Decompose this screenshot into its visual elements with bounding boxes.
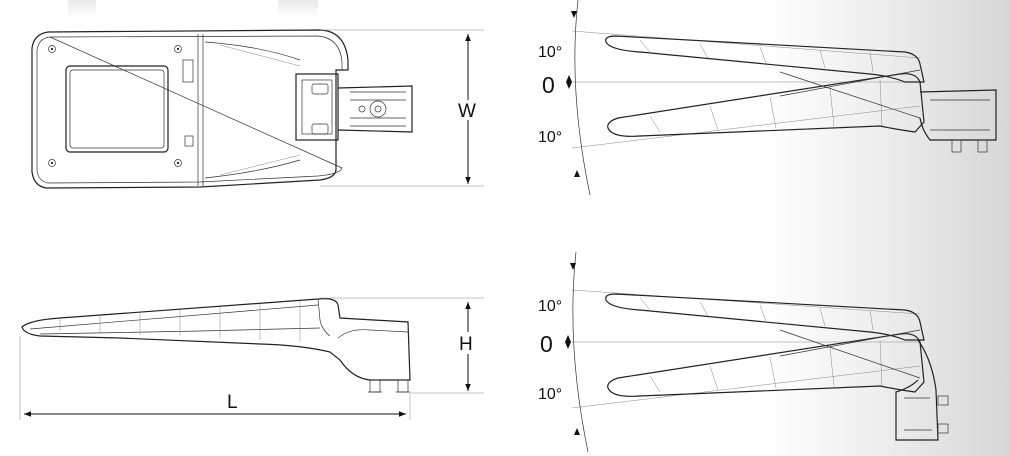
height-label: H xyxy=(459,334,473,355)
tilt-bottom-up-angle: 10° xyxy=(538,298,562,315)
tilt-view-bottom xyxy=(565,251,949,453)
top-tab-shade xyxy=(278,0,318,18)
tilt-top-down-angle: 10° xyxy=(538,129,562,146)
side-view xyxy=(21,298,411,393)
tilt-top-up-angle: 10° xyxy=(538,44,562,61)
tilt-bottom-down-angle: 10° xyxy=(538,386,562,403)
tilt-top-zero: 0 xyxy=(542,72,555,98)
top-view xyxy=(31,29,413,189)
top-tab-shade xyxy=(68,0,96,18)
width-dimension xyxy=(320,29,484,187)
width-label: W xyxy=(458,101,476,122)
tilt-view-top xyxy=(566,0,997,196)
length-dimension xyxy=(19,336,411,420)
height-dimension xyxy=(320,297,484,394)
tilt-bottom-zero: 0 xyxy=(540,331,553,357)
length-label: L xyxy=(227,392,238,413)
